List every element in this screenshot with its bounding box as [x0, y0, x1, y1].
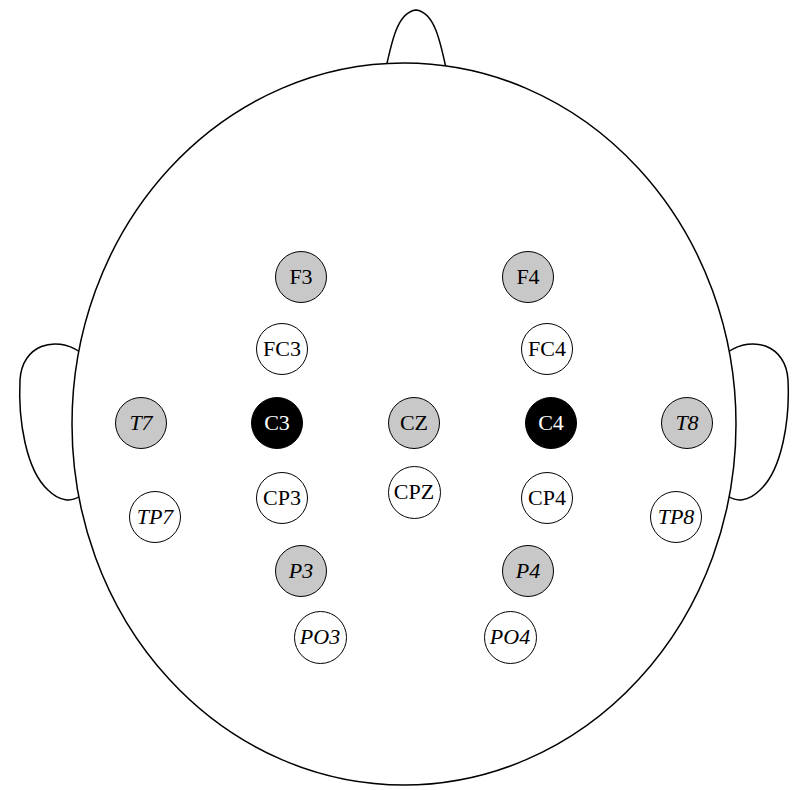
electrode-circle: TP7 — [129, 491, 181, 543]
electrode-circle: C4 — [525, 397, 577, 449]
electrode-circle: F4 — [502, 251, 554, 303]
electrode-circle: C3 — [251, 397, 303, 449]
electrode-label: P3 — [289, 560, 313, 582]
electrode-label: T7 — [129, 412, 152, 434]
electrode-circle: CP3 — [256, 472, 308, 524]
scalp — [72, 63, 736, 785]
electrode-label: TP8 — [658, 506, 695, 528]
electrode-circle: P3 — [275, 545, 327, 597]
electrode-label: TP7 — [137, 506, 174, 528]
electrode-label: PO4 — [490, 626, 530, 648]
electrode-circle: TP8 — [650, 491, 702, 543]
electrode-circle: PO4 — [484, 611, 537, 664]
nose — [386, 10, 446, 68]
electrode-circle: CP4 — [521, 472, 573, 524]
electrode-circle: PO3 — [294, 611, 347, 664]
electrode-label: FC3 — [263, 338, 301, 360]
electrode-label: CP4 — [528, 487, 566, 509]
electrode-label: C4 — [538, 412, 564, 434]
electrode-label: F4 — [516, 266, 539, 288]
electrode-label: FC4 — [528, 338, 566, 360]
electrode-label: P4 — [516, 560, 540, 582]
electrode-circle: T7 — [115, 397, 167, 449]
electrode-label: F3 — [289, 266, 312, 288]
electrode-label: C3 — [264, 412, 290, 434]
electrode-label: PO3 — [300, 626, 340, 648]
electrode-circle: F3 — [275, 251, 327, 303]
electrode-label: CPZ — [394, 481, 434, 503]
left-ear — [20, 344, 80, 500]
right-ear — [728, 344, 788, 500]
electrode-label: CP3 — [263, 487, 301, 509]
electrode-circle: T8 — [661, 397, 713, 449]
electrode-circle: FC4 — [521, 323, 573, 375]
electrode-label: T8 — [675, 412, 698, 434]
electrode-label: CZ — [400, 412, 428, 434]
electrode-circle: CPZ — [388, 466, 441, 519]
electrode-circle: P4 — [502, 545, 554, 597]
electrode-circle: CZ — [388, 397, 440, 449]
electrode-circle: FC3 — [256, 323, 308, 375]
